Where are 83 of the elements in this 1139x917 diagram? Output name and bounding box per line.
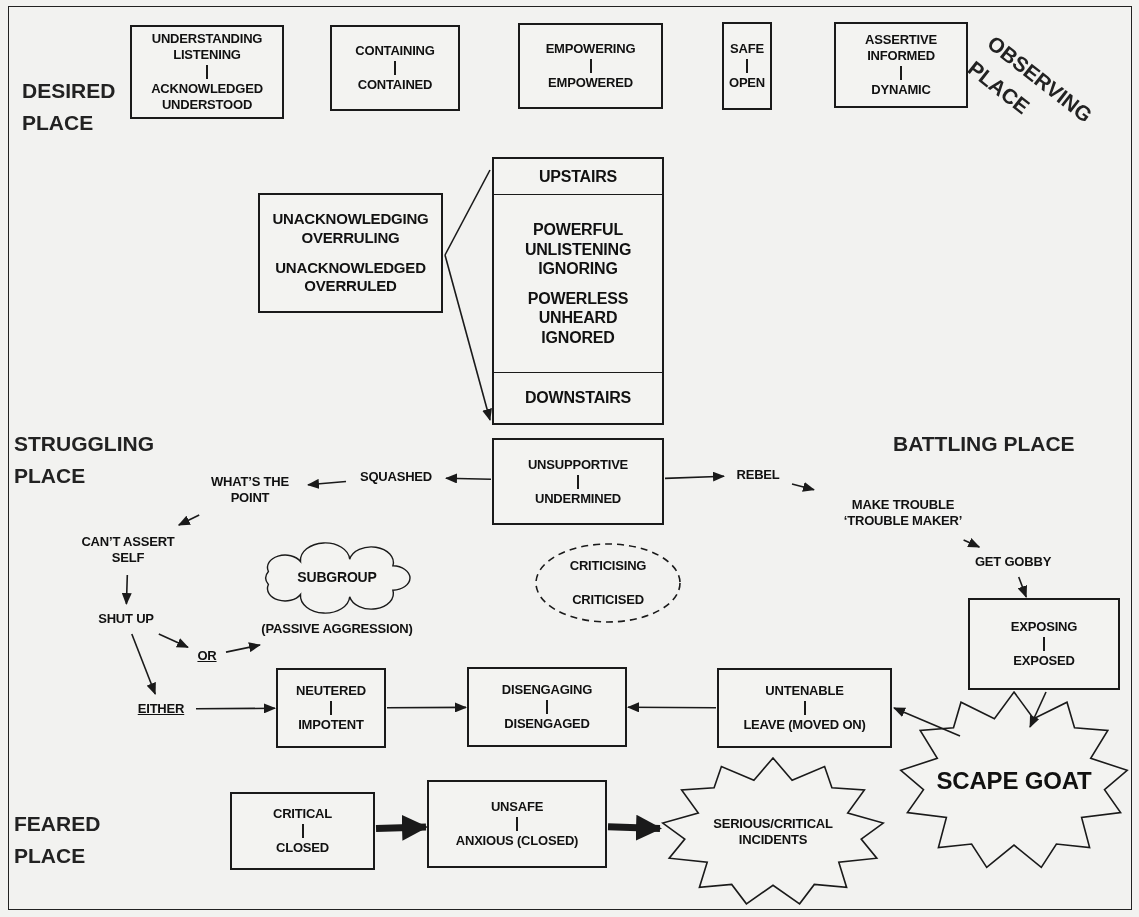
- box-label: ACKNOWLEDGED UNDERSTOOD: [150, 81, 264, 113]
- arrow: [158, 633, 189, 649]
- arrow: [195, 703, 276, 714]
- box-label: UNTENABLE: [764, 683, 845, 699]
- arrow: [627, 702, 717, 713]
- box-label: EMPOWERED: [547, 75, 634, 91]
- box-label: UNACKNOWLEDGED OVERRULED: [274, 259, 427, 296]
- box-label: CAN’T ASSERT SELF: [80, 534, 176, 566]
- arrow: [607, 814, 662, 841]
- box-label: DYNAMIC: [870, 81, 932, 98]
- box-label: SQUASHED: [358, 469, 434, 485]
- box-label: DISENGAGING: [500, 682, 594, 698]
- arrow: [893, 707, 961, 737]
- box-label: SAFE: [729, 41, 765, 57]
- box-label: ANXIOUS (CLOSED): [454, 833, 580, 849]
- box-label: NEUTERED: [295, 683, 367, 699]
- arrow: [131, 633, 156, 695]
- box-label: OPEN: [727, 75, 766, 91]
- box-label: SERIOUS/CRITICAL INCIDENTS: [712, 816, 834, 848]
- box-label: UNSAFE: [489, 799, 545, 815]
- box-label: REBEL: [735, 467, 781, 483]
- box-label: EMPOWERING: [544, 41, 637, 57]
- arrow: [375, 814, 428, 841]
- box-label: POWERLESS UNHEARD IGNORED: [526, 288, 630, 348]
- process-box: [276, 668, 386, 748]
- box-label: SCAPE GOAT: [935, 766, 1093, 796]
- box-label: ‘TROUBLE MAKER’: [842, 513, 964, 529]
- box-label: MAKE TROUBLE: [850, 497, 956, 513]
- process-box: [518, 23, 663, 109]
- arrow: [791, 482, 815, 492]
- arrow: [307, 478, 347, 489]
- box-label: UNACKNOWLEDGING OVERRULING: [271, 210, 430, 247]
- box-label: EITHER: [136, 701, 186, 717]
- arrow: [445, 473, 492, 484]
- box-label: CRITICISED: [571, 592, 645, 608]
- box-label: UNSUPPORTIVE: [526, 456, 630, 473]
- box-label: WHAT’S THE POINT: [210, 474, 290, 506]
- box-label: EXPOSING: [1009, 619, 1079, 635]
- box-label: (PASSIVE AGGRESSION): [260, 621, 414, 637]
- box-label: UNDERMINED: [533, 490, 623, 507]
- box-label: SHUT UP: [97, 611, 155, 627]
- box-label: POWERFUL UNLISTENING IGNORING: [523, 220, 633, 279]
- section-heading: DOWNSTAIRS: [523, 388, 633, 408]
- arrow: [962, 537, 981, 548]
- box-label: ASSERTIVE INFORMED: [864, 32, 938, 64]
- section-heading: BATTLING PLACE: [893, 431, 1076, 457]
- process-box: [330, 25, 460, 111]
- process-box: [467, 667, 627, 747]
- box-label: LEAVE (MOVED ON): [742, 717, 867, 733]
- box-label: CLOSED: [275, 840, 330, 856]
- section-heading: UPSTAIRS: [537, 166, 619, 187]
- box-label: GET GOBBY: [973, 554, 1053, 570]
- process-box: [130, 25, 284, 119]
- section-heading: FEARED PLACE: [14, 811, 102, 869]
- section-heading: STRUGGLING PLACE: [14, 431, 154, 489]
- box-label: EXPOSED: [1012, 653, 1076, 669]
- arrow: [1029, 691, 1047, 728]
- arrow: [664, 471, 725, 482]
- stairs-box: [492, 157, 664, 425]
- process-box: [717, 668, 892, 748]
- arrow: [1017, 576, 1027, 598]
- box-label: IMPOTENT: [297, 717, 365, 733]
- box-label: DISENGAGED: [503, 716, 591, 732]
- box-label: OR: [196, 648, 218, 664]
- arrow: [121, 574, 132, 605]
- arrow: [225, 642, 261, 653]
- box-label: CRITICAL: [271, 806, 334, 822]
- process-box: [834, 22, 968, 108]
- process-box: [258, 193, 443, 313]
- box-label: CRITICISING: [568, 558, 648, 574]
- section-heading: DESIRED PLACE: [22, 78, 117, 136]
- box-label: UNDERSTANDING LISTENING: [150, 31, 264, 63]
- process-box: [492, 438, 664, 525]
- process-box: [427, 780, 607, 868]
- box-label: CONTAINED: [356, 77, 434, 93]
- process-box: [230, 792, 375, 870]
- arrow: [444, 254, 492, 421]
- box-label: CONTAINING: [354, 43, 436, 59]
- arrow: [177, 514, 200, 526]
- box-label: SUBGROUP: [296, 569, 378, 587]
- process-box: [968, 598, 1120, 690]
- arrow: [386, 702, 467, 713]
- process-box: [722, 22, 772, 110]
